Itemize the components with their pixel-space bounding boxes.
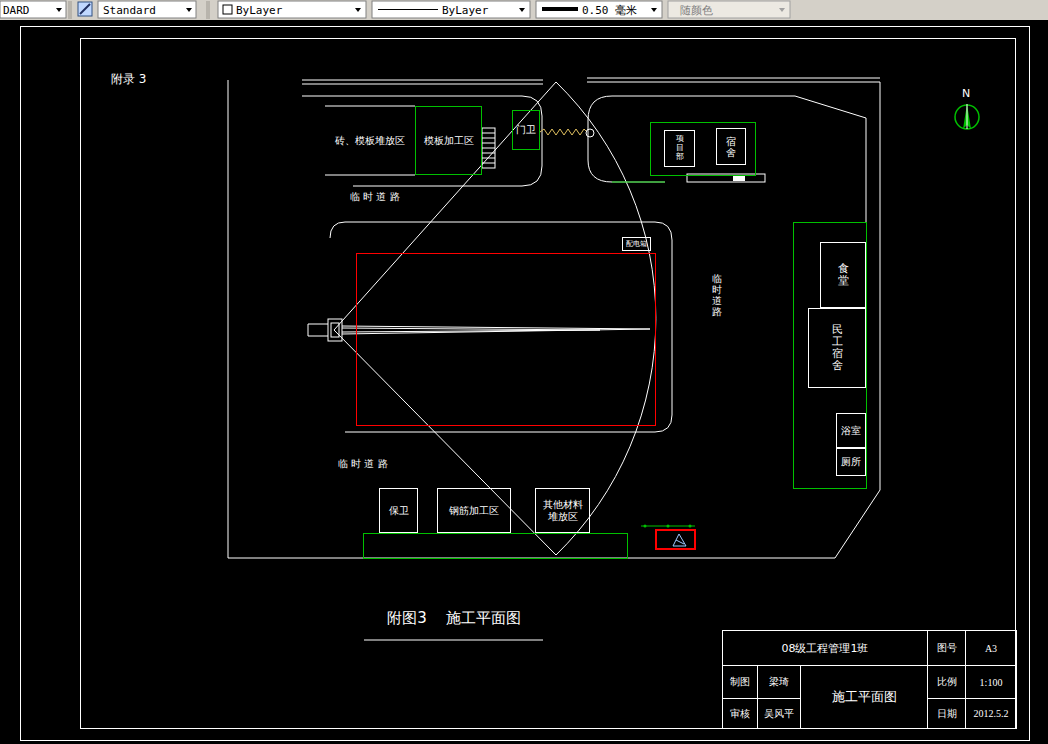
toolbar-text: ByLayer <box>236 1 282 19</box>
node-text: 门卫 <box>516 124 536 136</box>
toolbar-text: Standard <box>103 1 156 19</box>
title-cell: 施工平面图 <box>801 666 927 728</box>
road-label: 临 时 道 路 <box>350 190 400 204</box>
toolbar-text: ByLayer <box>442 4 488 17</box>
title-cell: 制图 <box>730 675 750 689</box>
title-cell: A3 <box>985 643 997 654</box>
toolbar-text: 0.50 毫米 <box>582 1 637 19</box>
title-cell: 2012.5.2 <box>974 708 1009 719</box>
title-cell: 08级工程管理1班 <box>782 641 869 656</box>
title-cell: 审核 <box>730 707 750 721</box>
node-text: 其他材料堆放区 <box>538 499 587 523</box>
title-cell: 日期 <box>937 707 957 721</box>
node-text: 食堂 <box>838 263 849 287</box>
road-label: 临时道路 <box>712 273 722 317</box>
title-cell: 比例 <box>928 666 965 698</box>
appendix-label: 附录 3 <box>111 71 146 87</box>
toolbar-text: DARD <box>3 4 30 17</box>
dormitory-box: 宿舍 <box>716 128 746 165</box>
node-text: 模板加工区 <box>424 135 474 147</box>
node-text: 浴室 <box>841 425 861 437</box>
title-cell: 审核 <box>723 699 757 728</box>
node-text: 宿舍 <box>726 136 736 158</box>
storage-area: 砖、模板堆放区 <box>325 106 415 175</box>
title-cell: 日期 <box>928 699 965 728</box>
node-text: 钢筋加工区 <box>449 505 499 517</box>
toolbar-text: ByLayer <box>442 1 488 19</box>
node-text: 保卫 <box>389 505 409 517</box>
title-cell: 吴风平 <box>764 707 794 721</box>
toolbar-text: ByLayer <box>236 4 282 17</box>
power-box: 配电箱 <box>622 237 651 251</box>
toolbar-text: 0.50 毫米 <box>582 3 637 18</box>
north-label: N <box>962 87 970 100</box>
toilet-box: 厕所 <box>836 448 866 476</box>
storage-area: 其他材料堆放区 <box>535 488 590 533</box>
road-label: 临 时 道 路 <box>338 456 388 472</box>
title-cell: 2012.5.2 <box>966 699 1016 728</box>
road-label: 临时道路 <box>712 273 722 317</box>
toolbar-text: 随颜色 <box>680 1 713 19</box>
gatehouse-box: 门卫 <box>512 110 540 150</box>
title-cell: 图号 <box>928 631 965 665</box>
node-text: 项目部 <box>676 135 684 161</box>
workshop-area: 模板加工区 <box>415 106 482 175</box>
appendix-label: 附录 3 <box>111 71 146 88</box>
title-cell: 08级工程管理1班 <box>723 631 927 665</box>
security-box: 保卫 <box>379 488 418 533</box>
node-text: 配电箱 <box>626 240 647 248</box>
title-cell: A3 <box>966 631 1016 665</box>
title-cell: 比例 <box>937 675 957 689</box>
office-box: 项目部 <box>664 130 695 167</box>
title-cell: 施工平面图 <box>832 688 897 706</box>
bathroom-box: 浴室 <box>836 413 866 448</box>
toolbar-text: Standard <box>103 4 156 17</box>
road-label: 临 时 道 路 <box>338 457 388 471</box>
title-cell: 制图 <box>723 666 757 698</box>
caption-text: 附图3 施工平面图 <box>387 609 521 628</box>
toolbar-text: 随颜色 <box>680 3 713 18</box>
title-cell: 梁琦 <box>769 675 789 689</box>
canteen-box: 食堂 <box>820 242 866 308</box>
node-text: 厕所 <box>841 456 861 468</box>
road-label: 临 时 道 路 <box>350 189 400 205</box>
dormitory-box: 民工宿舍 <box>808 308 866 388</box>
title-cell: 吴风平 <box>758 699 800 728</box>
title-cell: 梁琦 <box>758 666 800 698</box>
title-cell: 1:100 <box>966 666 1016 698</box>
node-text: 民工宿舍 <box>832 324 843 372</box>
drawing-caption: 附图3 施工平面图 <box>364 606 544 630</box>
title-cell: 1:100 <box>980 677 1003 688</box>
title-cell: 图号 <box>937 641 957 655</box>
toolbar-text: DARD <box>3 1 30 19</box>
north-label: N <box>962 86 970 100</box>
node-text: 砖、模板堆放区 <box>335 135 405 147</box>
workshop-area: 钢筋加工区 <box>437 488 511 533</box>
